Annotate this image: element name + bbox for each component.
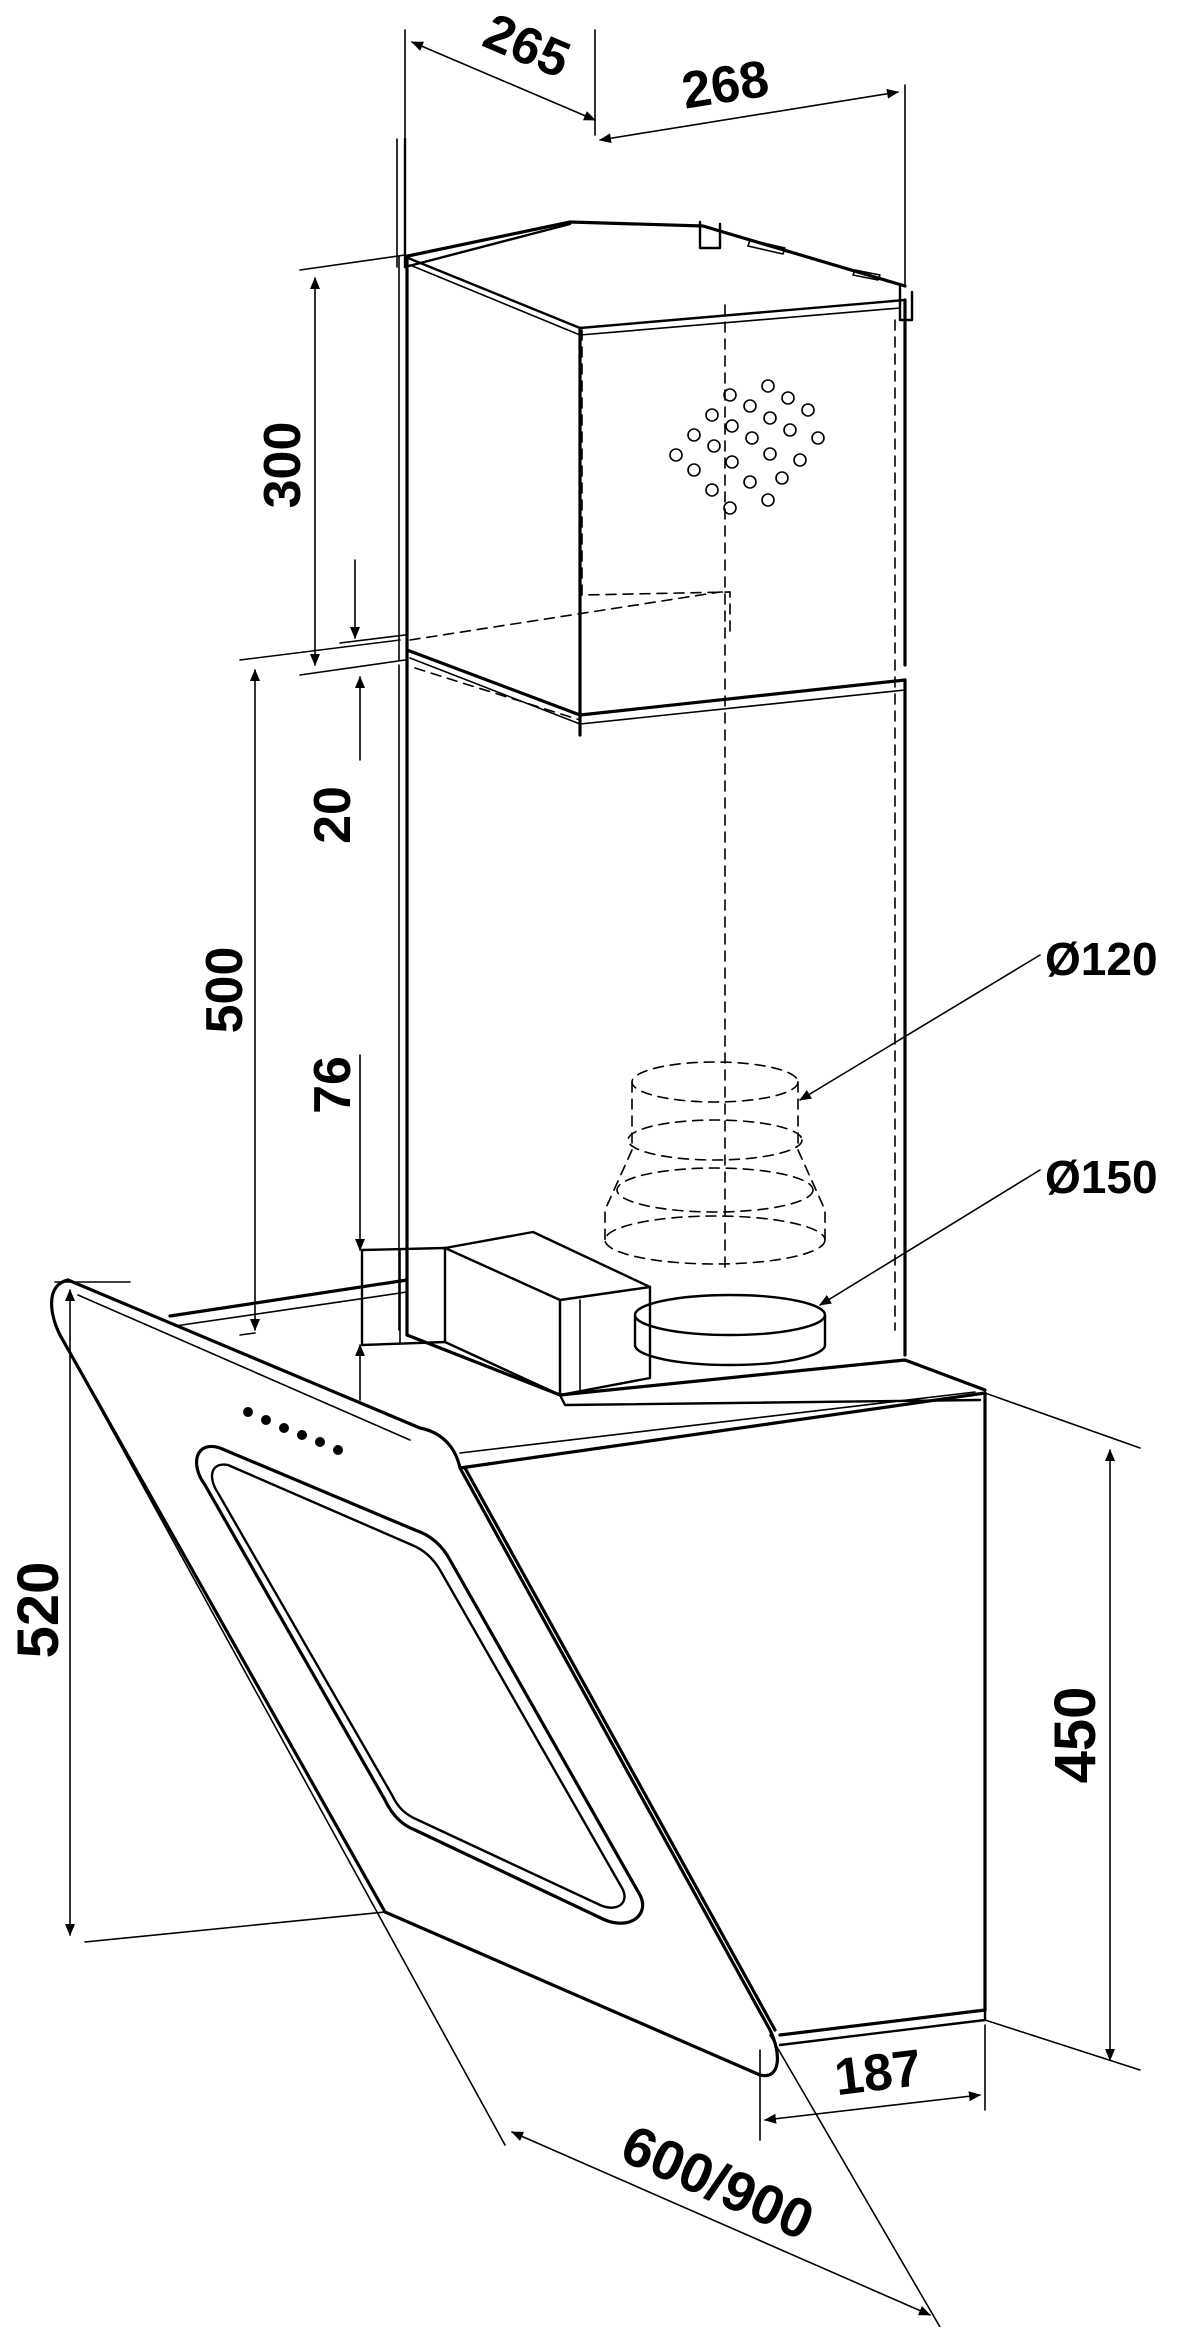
- dim-268: [599, 84, 906, 286]
- dim-187: [759, 2024, 986, 2141]
- dim-300: [299, 254, 406, 676]
- dim-label-600-900: 600/900: [613, 2112, 824, 2252]
- lower-chimney: [398, 304, 907, 1357]
- ventilation-holes: [669, 379, 825, 515]
- duct-adapter: [604, 1061, 827, 1367]
- dim-label-76: 76: [304, 1056, 362, 1114]
- dim-20: [339, 559, 406, 761]
- dim-label-500: 500: [196, 947, 254, 1034]
- dim-450: [984, 1392, 1141, 2071]
- dim-label-dia-150: Ø150: [1045, 1151, 1158, 1203]
- dim-500: [239, 639, 401, 1336]
- glass-panel: [50, 1278, 779, 2078]
- dim-label-268: 268: [678, 50, 773, 121]
- dim-label-dia-120: Ø120: [1045, 933, 1158, 985]
- dim-label-520: 520: [6, 1562, 71, 1659]
- dim-label-187: 187: [831, 2039, 924, 2107]
- dim-label-20: 20: [304, 786, 362, 844]
- dim-520: [54, 1281, 386, 1943]
- dim-265: [404, 29, 596, 256]
- dim-dia-120-leader: [799, 954, 1041, 1101]
- dim-label-450: 450: [1043, 1687, 1108, 1784]
- dim-dia-150-leader: [819, 1169, 1041, 1306]
- hood-body: [168, 1278, 987, 2047]
- dim-600-900: [59, 1334, 941, 2327]
- dim-label-300: 300: [254, 422, 312, 509]
- dim-label-265: 265: [475, 3, 578, 90]
- motor-box: [360, 1230, 652, 1397]
- upper-chimney: [396, 137, 914, 737]
